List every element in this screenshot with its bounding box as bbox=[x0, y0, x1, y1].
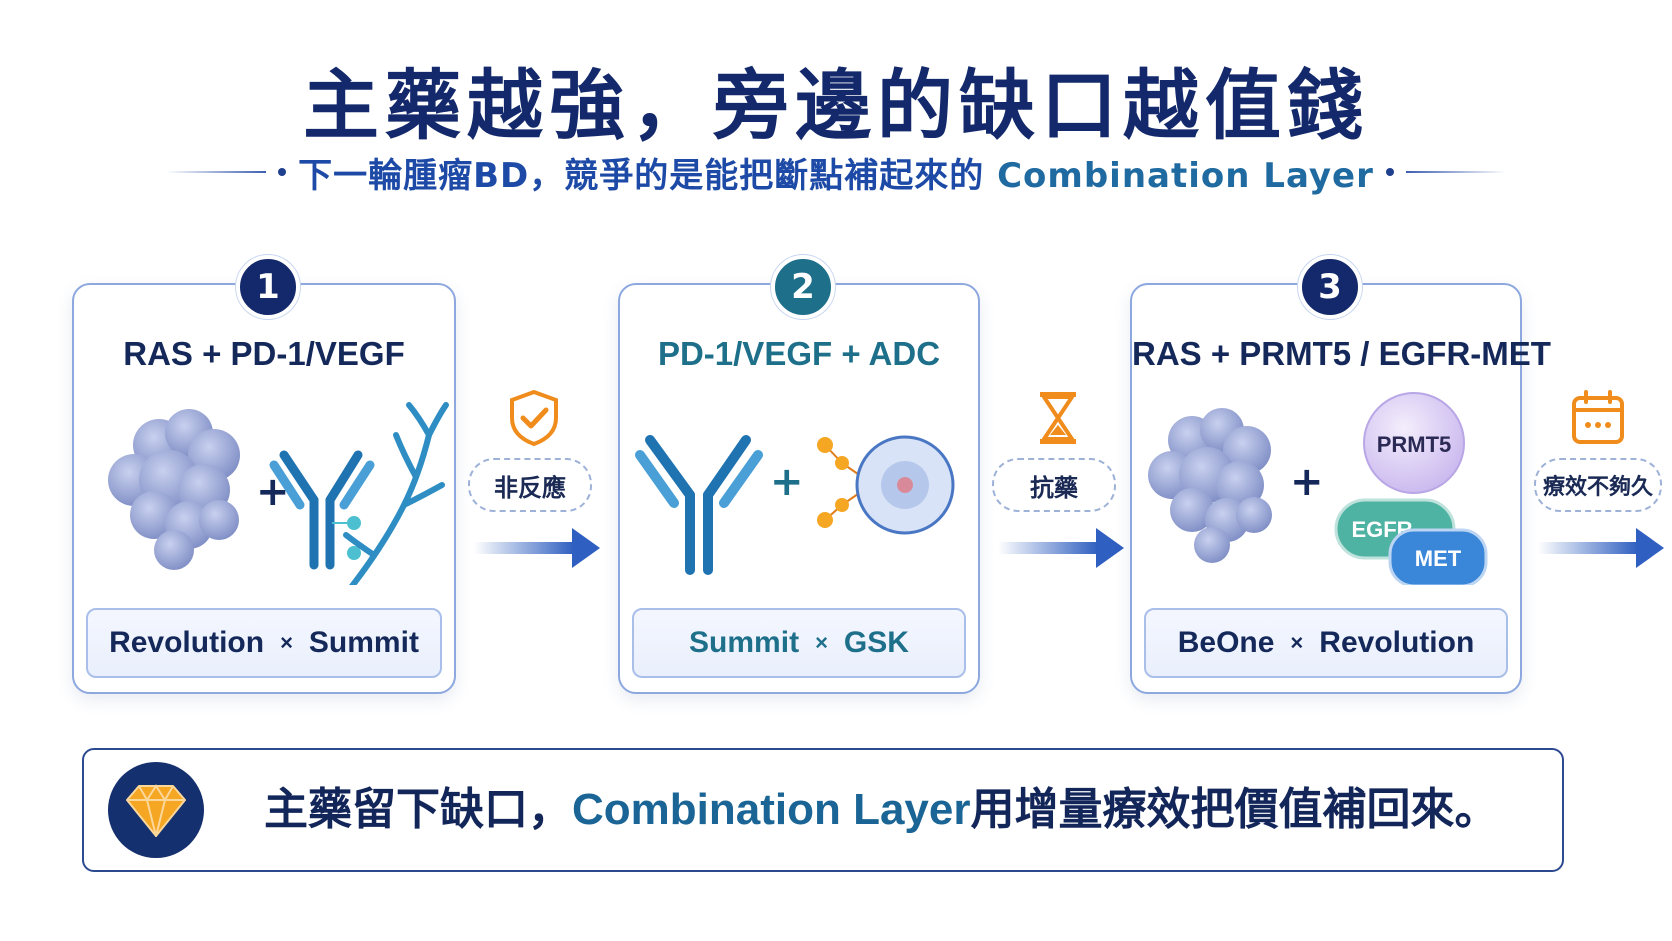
summary-cn-a: 主藥留下缺口， bbox=[264, 784, 572, 835]
step-badge-1: 1 bbox=[236, 255, 300, 319]
summary-banner: 主藥留下缺口，Combination Layer用增量療效把價值補回來。 bbox=[82, 748, 1564, 872]
partner-b: Revolution bbox=[1319, 626, 1475, 659]
connector-label-2: 抗藥 bbox=[992, 458, 1116, 512]
subtitle-line-left bbox=[166, 171, 267, 173]
card-2: 2 PD-1/VEGF + ADC + bbox=[618, 255, 980, 694]
card-1-illustration: + bbox=[74, 385, 454, 593]
card-1-title: RAS + PD-1/VEGF bbox=[123, 335, 405, 372]
bispecific-antibody-icon bbox=[269, 450, 375, 570]
step-badge-2: 2 bbox=[771, 255, 835, 319]
subtitle-row: 下一輪腫瘤BD，競爭的是能把斷點補起來的 Combination Layer bbox=[0, 148, 1672, 197]
connector-label-3: 療效不夠久 bbox=[1534, 458, 1662, 512]
ras-protein-icon bbox=[108, 409, 240, 570]
prmt5-sphere: PRMT5 bbox=[1363, 392, 1465, 494]
met-pill: MET bbox=[1388, 528, 1488, 588]
calendar-icon bbox=[1572, 390, 1624, 444]
connector-label-1: 非反應 bbox=[468, 458, 592, 512]
plus-sign: + bbox=[1290, 459, 1324, 505]
diamond-badge bbox=[108, 762, 204, 858]
step-badge-3: 3 bbox=[1298, 255, 1362, 319]
svg-text:PRMT5: PRMT5 bbox=[1377, 432, 1452, 457]
svg-text:MET: MET bbox=[1415, 546, 1462, 571]
diamond-icon bbox=[126, 784, 186, 837]
shield-check-icon bbox=[510, 389, 558, 447]
hourglass-icon bbox=[1040, 392, 1076, 444]
card-3-title: RAS + PRMT5 / EGFR-MET bbox=[1132, 335, 1551, 372]
plus-sign: + bbox=[770, 459, 804, 505]
times-sign: × bbox=[1290, 630, 1304, 655]
tumor-cell-icon bbox=[855, 435, 955, 535]
partner-a: Summit bbox=[689, 626, 800, 659]
partner-box-2: Summit × GSK bbox=[632, 608, 966, 678]
times-sign: × bbox=[815, 630, 828, 655]
card-2-title: PD-1/VEGF + ADC bbox=[657, 335, 941, 372]
arrow-right-icon bbox=[1538, 528, 1664, 568]
connector-2: 抗藥 bbox=[992, 388, 1128, 568]
arrow-right-icon bbox=[474, 528, 600, 568]
subtitle-dot-left bbox=[278, 168, 287, 176]
times-sign: × bbox=[280, 630, 293, 655]
subtitle-dot-right bbox=[1385, 168, 1394, 176]
ras-protein-icon bbox=[1148, 408, 1272, 563]
card-2-illustration: + bbox=[620, 385, 978, 585]
card-3: 3 RAS + PRMT5 / EGFR-MET bbox=[1130, 255, 1551, 694]
arrow-right-icon bbox=[998, 528, 1124, 568]
partner-a: Revolution bbox=[109, 626, 265, 659]
partner-b: Summit bbox=[308, 626, 419, 659]
partner-b: GSK bbox=[843, 626, 909, 659]
bispecific-antibody-icon bbox=[635, 435, 763, 575]
summary-text: 主藥留下缺口，Combination Layer用增量療效把價值補回來。 bbox=[264, 750, 1499, 870]
subtitle-cn: 下一輪腫瘤BD，競爭的是能把斷點補起來的 bbox=[298, 155, 985, 196]
subtitle-en: Combination Layer bbox=[997, 155, 1374, 196]
summary-cn-b: 用增量療效把價值補回來。 bbox=[970, 784, 1499, 835]
page-title: 主藥越強，旁邊的缺口越值錢 bbox=[303, 61, 1369, 150]
blood-vessel-icon bbox=[343, 402, 449, 593]
subtitle-line-right bbox=[1405, 171, 1506, 173]
partner-a: BeOne bbox=[1177, 626, 1275, 659]
partner-box-1: Revolution × Summit bbox=[86, 608, 442, 678]
connector-3: 療效不夠久 bbox=[1534, 388, 1668, 568]
adc-payload-icon bbox=[817, 437, 869, 528]
card-3-illustration: + PRMT5 EGFR MET bbox=[1132, 385, 1520, 588]
summary-en: Combination Layer bbox=[572, 785, 971, 834]
connector-1: 非反應 bbox=[468, 388, 604, 568]
partner-box-3: BeOne × Revolution bbox=[1144, 608, 1508, 678]
card-1: 1 RAS + PD-1/VEGF + bbox=[72, 255, 456, 694]
subtitle: 下一輪腫瘤BD，競爭的是能把斷點補起來的 Combination Layer bbox=[298, 148, 1374, 197]
